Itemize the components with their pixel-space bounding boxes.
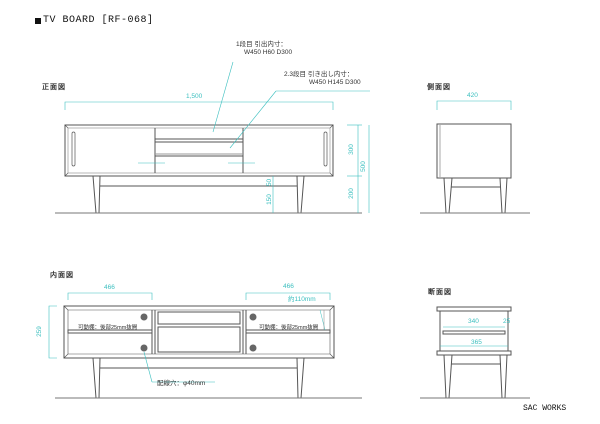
side-view-label: 側面図	[427, 84, 451, 91]
shelf-right-note: 可動棚：後部25mm抜開	[259, 325, 319, 331]
interior-view-label: 内面図	[50, 272, 74, 279]
front-width-dim: 1,500	[186, 93, 203, 100]
title-bullet-icon	[35, 18, 41, 24]
interior-right-width-dim: 466	[283, 283, 294, 290]
drawer23-title-note: 2.3段目 引き出し内寸：	[284, 71, 354, 78]
shelf-left-note: 可動棚：後部25mm抜開	[78, 325, 138, 331]
front-leg-height-dim: 200	[347, 188, 355, 199]
side-depth-dim: 420	[467, 92, 478, 99]
section-view-label: 断面図	[428, 289, 452, 296]
front-gap-50-dim: 50	[266, 178, 274, 187]
drawer1-title-note: 1段目 引出内寸：	[236, 41, 287, 48]
cable-holes	[140, 313, 257, 352]
interior-left-width-dim: 466	[104, 284, 115, 291]
front-body-height-dim: 300	[347, 144, 355, 155]
section-inner-depth-dim: 365	[471, 339, 482, 346]
section-shelf-depth-dim: 340	[468, 318, 479, 325]
approx-110-note: 約110mm	[288, 296, 316, 303]
front-cabinet-body	[64, 124, 334, 177]
drawer1-dims-note: W450 H60 D300	[244, 49, 293, 56]
brand-footer: SAC WORKS	[523, 404, 567, 413]
front-gap-150-dim: 150	[265, 194, 273, 205]
interior-height-dim: 259	[35, 326, 43, 337]
front-total-height-dim: 500	[359, 161, 367, 172]
drawer23-dims-note: W450 H145 D300	[309, 79, 361, 86]
drawing-title: TV BOARD [RF-068]	[43, 15, 154, 26]
cable-hole-note: 配線穴：φ40mm	[157, 380, 206, 387]
front-view-label: 正面図	[42, 84, 66, 91]
section-offset-dim: 25	[503, 318, 511, 325]
